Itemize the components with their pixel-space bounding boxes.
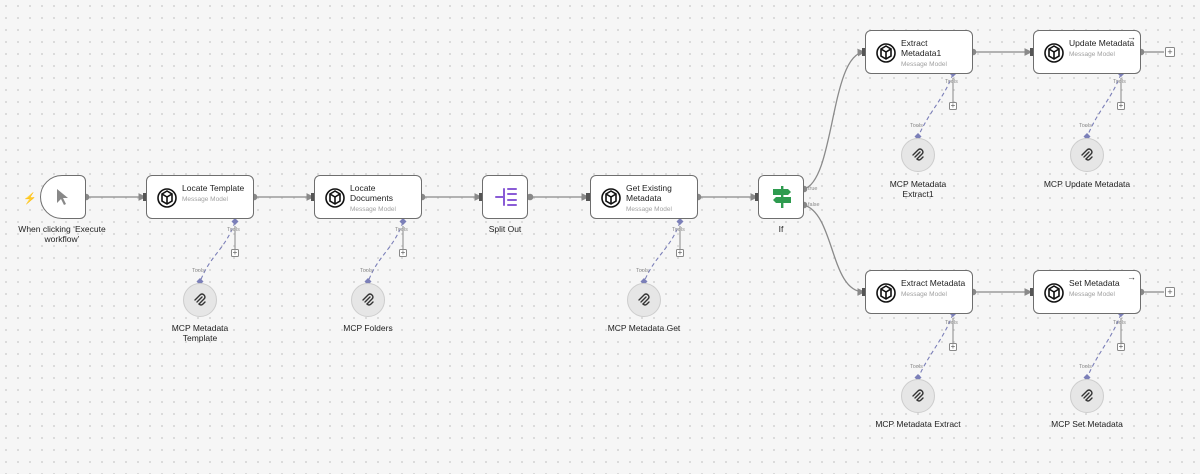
- tool-label: MCP Metadata Template: [171, 323, 229, 343]
- openai-icon: [876, 43, 896, 63]
- node-subtitle: Message Model: [182, 196, 228, 203]
- mcp-metadata-template-tool[interactable]: [183, 283, 217, 317]
- add-tool-button[interactable]: +: [1117, 101, 1125, 110]
- add-tool-button[interactable]: +: [676, 248, 684, 257]
- add-tool-button[interactable]: +: [231, 248, 239, 257]
- add-node-button[interactable]: +: [1165, 287, 1175, 297]
- mcp-icon: [362, 293, 374, 306]
- trigger-label: When clicking ‘Execute workflow’: [18, 224, 106, 244]
- node-title: Locate Template: [182, 183, 245, 193]
- add-tool-button[interactable]: +: [1117, 342, 1125, 351]
- tools-port-label: Tools: [1113, 320, 1126, 326]
- openai-icon: [157, 188, 177, 208]
- if-true-label: true: [808, 186, 818, 192]
- add-node-button[interactable]: +: [1165, 47, 1175, 57]
- mcp-icon: [638, 293, 650, 306]
- tool-label: MCP Metadata Get: [607, 323, 681, 333]
- tools-port-label: Tools: [1079, 123, 1092, 129]
- node-subtitle: Message Model: [901, 291, 947, 298]
- tools-port-label: Tools: [945, 320, 958, 326]
- split-out-node[interactable]: [482, 175, 528, 219]
- node-title: Set Metadata: [1069, 278, 1120, 288]
- mcp-metadata-extract1-tool[interactable]: [901, 138, 935, 172]
- arrow-right-icon: →: [1127, 32, 1136, 42]
- mcp-icon: [1081, 389, 1093, 402]
- tools-port-label: Tools: [672, 227, 685, 233]
- tools-port-label: Tools: [1113, 79, 1126, 85]
- node-subtitle: Message Model: [1069, 291, 1115, 298]
- tool-label: MCP Update Metadata: [1043, 179, 1131, 189]
- node-subtitle: Message Model: [626, 206, 672, 213]
- split-icon: [495, 188, 517, 206]
- mcp-update-metadata-tool[interactable]: [1070, 138, 1104, 172]
- tool-label: MCP Set Metadata: [1051, 419, 1123, 429]
- tools-port-label: Tools: [192, 268, 205, 274]
- tool-label: MCP Metadata Extract: [875, 419, 961, 429]
- tool-label: MCP Folders: [343, 323, 393, 333]
- openai-icon: [876, 283, 896, 303]
- tools-port-label: Tools: [945, 79, 958, 85]
- node-subtitle: Message Model: [1069, 51, 1115, 58]
- tools-port-label: Tools: [1079, 364, 1092, 370]
- node-title: Extract Metadata: [901, 278, 966, 288]
- mcp-icon: [194, 293, 206, 306]
- mcp-folders-tool[interactable]: [351, 283, 385, 317]
- mcp-icon: [1081, 148, 1093, 161]
- mcp-metadata-extract-tool[interactable]: [901, 379, 935, 413]
- tools-port-label: Tools: [227, 227, 240, 233]
- tool-label: MCP Metadata Extract1: [889, 179, 947, 199]
- openai-icon: [1044, 283, 1064, 303]
- tools-port-label: Tools: [910, 364, 923, 370]
- if-label: If: [778, 224, 784, 234]
- mcp-set-metadata-tool[interactable]: [1070, 379, 1104, 413]
- trigger-node[interactable]: [40, 175, 86, 219]
- arrow-right-icon: →: [1127, 272, 1136, 282]
- split-out-label: Split Out: [488, 224, 522, 234]
- openai-icon: [601, 188, 621, 208]
- node-title: Extract Metadata1: [901, 38, 942, 58]
- tools-port-label: Tools: [395, 227, 408, 233]
- if-node[interactable]: [758, 175, 804, 219]
- mcp-metadata-get-tool[interactable]: [627, 283, 661, 317]
- tools-port-label: Tools: [910, 123, 923, 129]
- mcp-icon: [912, 389, 924, 402]
- mcp-icon: [912, 148, 924, 161]
- cursor-icon: [57, 189, 68, 205]
- if-false-label: false: [808, 202, 820, 208]
- add-tool-button[interactable]: +: [399, 248, 407, 257]
- openai-icon: [325, 188, 345, 208]
- node-title: Locate Documents: [350, 183, 393, 203]
- add-tool-button[interactable]: +: [949, 101, 957, 110]
- tools-port-label: Tools: [360, 268, 373, 274]
- node-subtitle: Message Model: [901, 61, 947, 68]
- tools-port-label: Tools: [636, 268, 649, 274]
- trigger-bolt-icon: ⚡: [23, 193, 37, 205]
- add-tool-button[interactable]: +: [949, 342, 957, 351]
- node-subtitle: Message Model: [350, 206, 396, 213]
- signpost-icon: [773, 186, 791, 208]
- node-title: Get Existing Metadata: [626, 183, 672, 203]
- node-title: Update Metadata: [1069, 38, 1135, 48]
- openai-icon: [1044, 43, 1064, 63]
